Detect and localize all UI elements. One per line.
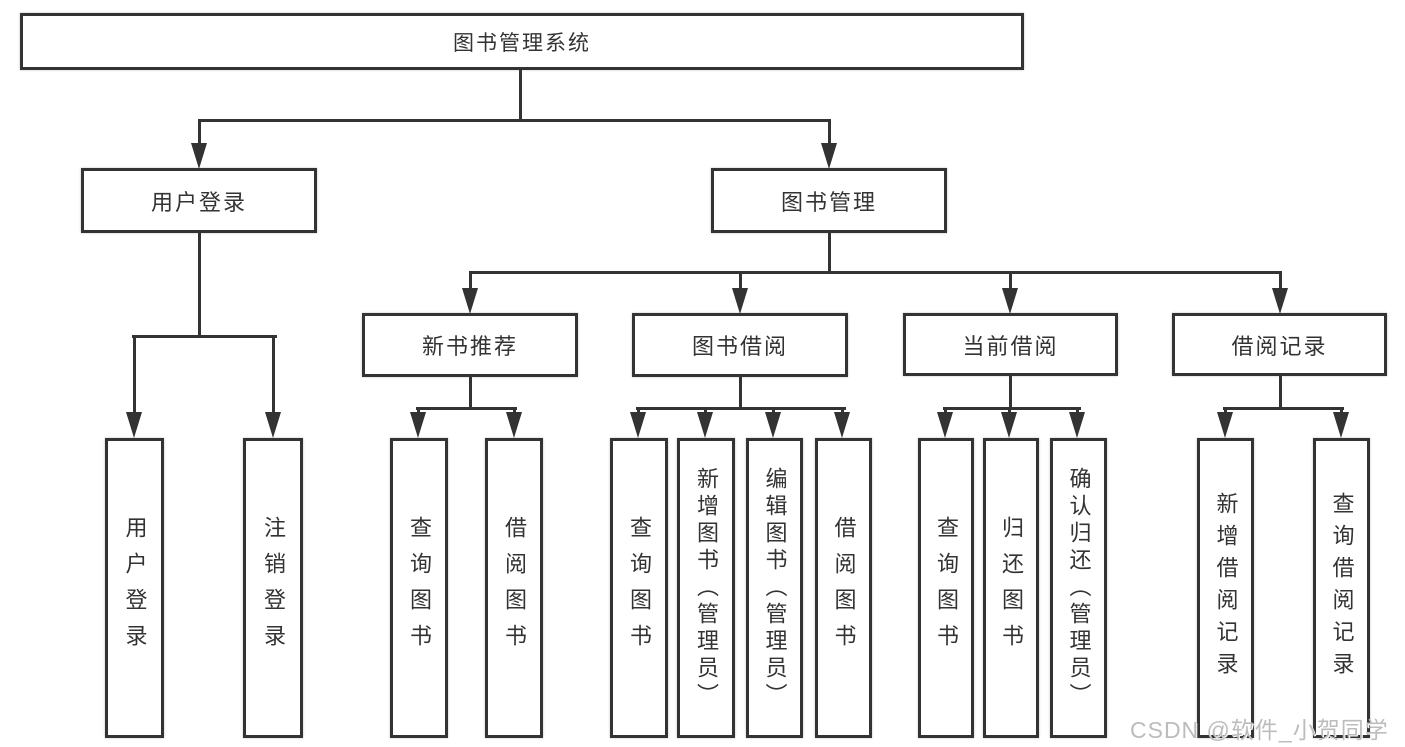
leaf-cb-return-books-label: 归还图书: [999, 516, 1024, 660]
leaf-bb-borrow-books: 借阅图书: [815, 438, 872, 738]
leaf-bb-add-book-admin-label: 新增图书（管理员）: [694, 466, 719, 710]
node-book-borrowing-label: 图书借阅: [691, 334, 788, 359]
connector-drop-bb-add: [704, 407, 707, 415]
arrowhead-down-bb-edit: [765, 412, 781, 438]
connector-cb-crossbar: [943, 407, 1081, 410]
leaf-br-add-record-label: 新增借阅记录: [1213, 492, 1239, 684]
connector-br-stem: [1279, 374, 1282, 410]
arrowhead-down-bb-query: [630, 412, 646, 438]
leaf-nbr-query-books-label: 查询图书: [407, 516, 432, 660]
node-book-management-branch-label: 图书管理: [780, 189, 877, 215]
node-new-book-recommend: 新书推荐: [362, 313, 578, 377]
arrowhead-down-borrowing-records: [1272, 288, 1288, 314]
connector-drop-bb-edit: [772, 407, 775, 415]
leaf-cb-confirm-return-admin: 确认归还（管理员）: [1050, 438, 1107, 738]
connector-drop-book-management: [828, 119, 831, 147]
connector-bb-crossbar: [636, 407, 846, 410]
connector-drop-leaf-user-login: [133, 335, 136, 415]
csdn-watermark: CSDN @软件_小贺同学: [1130, 717, 1389, 743]
connector-drop-nbr-borrow: [513, 407, 516, 415]
arrowhead-down-br-add: [1217, 412, 1233, 438]
node-user-login-branch-label: 用户登录: [150, 189, 247, 215]
node-borrowing-records: 借阅记录: [1172, 313, 1387, 376]
leaf-logout-label: 注销登录: [261, 516, 286, 660]
connector-book-mgmt-stem: [828, 230, 831, 274]
node-new-book-recommend-label: 新书推荐: [421, 334, 518, 359]
leaf-nbr-query-books: 查询图书: [390, 438, 448, 738]
leaf-bb-edit-book-admin-label: 编辑图书（管理员）: [762, 466, 788, 710]
leaf-bb-add-book-admin: 新增图书（管理员）: [677, 438, 735, 738]
leaf-cb-return-books: 归还图书: [983, 438, 1039, 738]
connector-drop-br-add: [1224, 407, 1227, 415]
leaf-br-query-record: 查询借阅记录: [1313, 438, 1370, 738]
arrowhead-down-cb-return: [1001, 412, 1017, 438]
connector-drop-book-borrowing: [739, 271, 742, 293]
leaf-br-query-record-label: 查询借阅记录: [1329, 492, 1355, 684]
connector-br-crossbar: [1223, 407, 1344, 410]
arrowhead-down-nbr-query: [410, 412, 426, 438]
arrowhead-down-cb-confirm: [1069, 412, 1085, 438]
leaf-bb-borrow-books-label: 借阅图书: [831, 516, 857, 660]
connector-drop-nbr-query: [417, 407, 420, 415]
node-current-borrowing-label: 当前借阅: [962, 333, 1059, 359]
leaf-cb-confirm-return-admin-label: 确认归还（管理员）: [1066, 466, 1092, 710]
connector-root-crossbar: [198, 119, 831, 122]
leaf-user-login-label: 用户登录: [122, 516, 148, 660]
connector-book-mgmt-crossbar: [469, 271, 1282, 274]
connector-drop-bb-borrow: [841, 407, 844, 415]
arrowhead-down-new-book-recommend: [462, 288, 478, 314]
arrowhead-down-book-borrowing: [732, 288, 748, 314]
connector-nbr-stem: [469, 375, 472, 410]
connector-drop-leaf-logout: [272, 335, 275, 415]
connector-cb-stem: [1009, 374, 1012, 410]
connector-drop-current-borrowing: [1009, 271, 1012, 293]
connector-drop-cb-confirm: [1076, 407, 1079, 415]
connector-user-login-stem: [198, 230, 201, 338]
node-book-management-branch: 图书管理: [711, 168, 947, 233]
arrowhead-down-bb-add: [697, 412, 713, 438]
leaf-nbr-borrow-books: 借阅图书: [485, 438, 543, 738]
connector-drop-cb-query: [944, 407, 947, 415]
node-borrowing-records-label: 借阅记录: [1231, 333, 1328, 359]
connector-nbr-crossbar: [416, 407, 517, 410]
arrowhead-down-leaf-logout: [265, 412, 281, 438]
leaf-logout: 注销登录: [243, 438, 303, 738]
connector-user-login-crossbar: [132, 335, 277, 338]
connector-bb-stem: [739, 375, 742, 410]
arrowhead-down-leaf-user-login: [126, 412, 142, 438]
arrowhead-down-current-borrowing: [1002, 288, 1018, 314]
arrowhead-down-cb-query: [937, 412, 953, 438]
leaf-cb-query-books-label: 查询图书: [934, 516, 959, 660]
leaf-cb-query-books: 查询图书: [918, 438, 974, 738]
node-root-label: 图书管理系统: [453, 31, 591, 55]
connector-drop-new-book-recommend: [469, 271, 472, 293]
arrowhead-down-nbr-borrow: [506, 412, 522, 438]
leaf-nbr-borrow-books-label: 借阅图书: [502, 516, 527, 660]
node-book-borrowing: 图书借阅: [632, 313, 848, 377]
leaf-br-add-record: 新增借阅记录: [1197, 438, 1254, 738]
connector-root-stem: [519, 68, 522, 122]
arrowhead-down-bb-borrow: [834, 412, 850, 438]
connector-drop-br-query: [1340, 407, 1343, 415]
node-root-library-system: 图书管理系统: [20, 13, 1024, 70]
connector-drop-user-login: [198, 119, 201, 147]
leaf-bb-edit-book-admin: 编辑图书（管理员）: [746, 438, 803, 738]
arrowhead-down-br-query: [1333, 412, 1349, 438]
node-current-borrowing: 当前借阅: [903, 313, 1118, 376]
connector-drop-borrowing-records: [1279, 271, 1282, 293]
leaf-user-login: 用户登录: [105, 438, 164, 738]
arrowhead-down-user-login: [191, 143, 207, 169]
arrowhead-down-book-management: [821, 143, 837, 169]
node-user-login-branch: 用户登录: [81, 168, 317, 233]
connector-drop-bb-query: [637, 407, 640, 415]
leaf-bb-query-books-label: 查询图书: [627, 516, 652, 660]
connector-drop-cb-return: [1008, 407, 1011, 415]
leaf-bb-query-books: 查询图书: [610, 438, 668, 738]
